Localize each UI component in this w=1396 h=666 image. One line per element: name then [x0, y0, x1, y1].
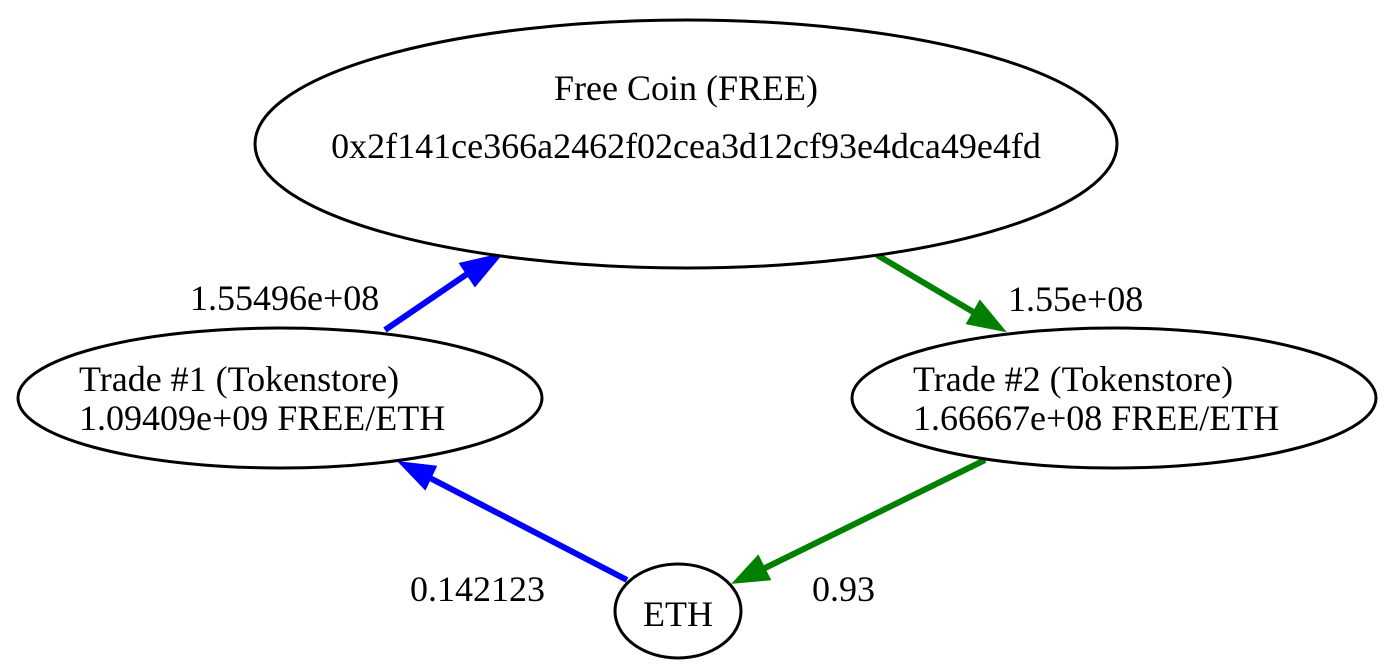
node-trade1: Trade #1 (Tokenstore) 1.09409e+09 FREE/E… [16, 326, 544, 470]
node-ellipse [613, 562, 743, 660]
edge-eth-to-trade1 [397, 461, 629, 583]
node-trade2: Trade #2 (Tokenstore) 1.66667e+08 FREE/E… [850, 326, 1378, 470]
node-trade1-rate: 1.09409e+09 FREE/ETH [79, 398, 445, 438]
node-trade2-rate: 1.66667e+08 FREE/ETH [913, 398, 1279, 438]
edge-label-eth-to-trade1: 0.142123 [410, 569, 545, 609]
node-eth-label: ETH [643, 594, 713, 634]
edge-line [383, 269, 472, 333]
arrowhead-icon [397, 461, 438, 491]
arrowhead-icon [458, 252, 505, 288]
edge-line [875, 252, 977, 316]
arrowhead-icon [965, 299, 1007, 333]
node-free-coin-title: Free Coin (FREE) [554, 68, 818, 108]
edge-label-free-coin-to-trade2: 1.55e+08 [1008, 279, 1143, 319]
node-trade2-title: Trade #2 (Tokenstore) [913, 359, 1233, 399]
edge-line [428, 475, 629, 583]
edge-trade2-to-eth [731, 457, 987, 584]
edge-label-trade1-to-free-coin: 1.55496e+08 [190, 278, 379, 318]
node-free-coin: Free Coin (FREE) 0x2f141ce366a2462f02cea… [253, 18, 1119, 270]
node-eth: ETH [613, 562, 743, 660]
edge-free-coin-to-trade2 [875, 252, 1007, 333]
node-free-coin-address: 0x2f141ce366a2462f02cea3d12cf93e4dca49e4… [331, 126, 1041, 166]
edge-trade1-to-free-coin [383, 252, 505, 333]
node-trade1-title: Trade #1 (Tokenstore) [79, 359, 399, 399]
node-ellipse [16, 326, 544, 470]
edge-line [763, 457, 987, 571]
node-ellipse [850, 326, 1378, 470]
node-ellipse [253, 18, 1119, 270]
edge-label-trade2-to-eth: 0.93 [812, 569, 875, 609]
arrowhead-icon [731, 554, 772, 584]
